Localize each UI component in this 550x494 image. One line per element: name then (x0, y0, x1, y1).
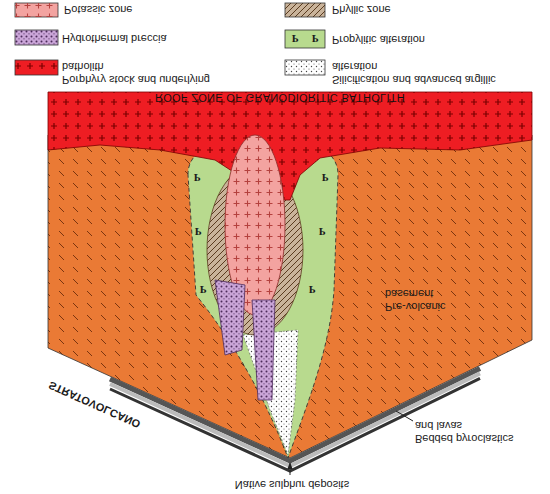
band-title: ROOF ZONE OF GRANODIORITIC BATHOLITH (155, 92, 405, 104)
breccia-pipe (215, 280, 245, 355)
leader-line (396, 411, 413, 421)
legend-label: Hydrothermal breccia (62, 32, 167, 45)
breccia-pipe (252, 300, 275, 400)
legend-swatches (15, 3, 325, 75)
legend-swatch (15, 60, 58, 75)
zone-mark: P (200, 284, 207, 296)
legend-swatch (15, 3, 58, 17)
rock-unit-label: Bedded pyroclastics and lavas (415, 419, 527, 445)
batholith (48, 92, 532, 200)
legend-label: Porphyry stock and underlying batholith (62, 60, 227, 86)
legend-label: Phyllic zone (332, 3, 391, 16)
zone-mark: P (195, 226, 202, 238)
legend-swatch (285, 30, 325, 48)
rock-unit-label: Pre-volcanic basement (385, 287, 465, 313)
legend-label: Silicification and advanced argillic alt… (332, 60, 522, 86)
batholith-band: ROOF ZONE OF GRANODIORITIC BATHOLITH (130, 94, 430, 108)
swatch-mark: P (312, 33, 319, 45)
legend-label: Potassic zone (64, 3, 132, 16)
zone-mark: P (322, 172, 329, 184)
legend-label: Propylitic alteration (332, 33, 425, 46)
zone-mark: P (309, 284, 316, 296)
zone-mark: P (194, 172, 201, 184)
swatch-mark: P (292, 33, 299, 45)
legend-swatch (285, 3, 325, 17)
swatch-pattern (15, 3, 58, 17)
leader-arrow (290, 463, 291, 475)
batholith-crosses (48, 92, 532, 200)
swatch-pattern (15, 60, 58, 75)
legend-swatch (15, 30, 58, 45)
legend-swatch (285, 60, 325, 75)
deposit-label: Native sulphur deposits (233, 478, 351, 491)
propylitic-zone (188, 134, 338, 458)
zone-mark: P (319, 226, 326, 238)
